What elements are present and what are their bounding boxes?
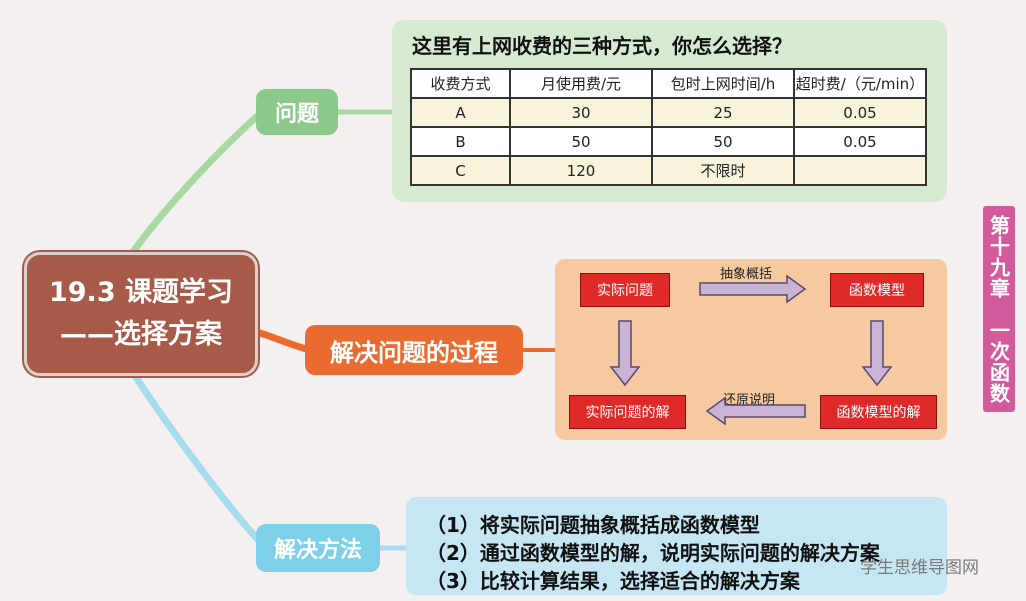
- node-function-model: 函数模型: [830, 273, 924, 307]
- table-row: A 30 25 0.05: [410, 97, 927, 128]
- watermark: 学生思维导图网: [860, 558, 979, 578]
- method-box: （1）将实际问题抽象概括成函数模型 （2）通过函数模型的解，说明实际问题的解决方…: [406, 497, 947, 595]
- connector-method: [126, 364, 266, 548]
- central-title: 19.3 课题学习: [48, 277, 234, 308]
- central-subtitle: ——选择方案: [60, 319, 222, 350]
- arrow-down-icon: [609, 320, 641, 387]
- process-arrows: [609, 274, 893, 426]
- question-box: 这里有上网收费的三种方式，你怎么选择？ 收费方式 月使用费/元 包时上网时间/h…: [392, 20, 947, 202]
- branch-process: 解决问题的过程: [305, 325, 523, 375]
- table-cell: 30: [509, 97, 653, 128]
- node-real-problem: 实际问题: [580, 273, 670, 307]
- method-step: （3）比较计算结果，选择适合的解决方案: [426, 569, 800, 593]
- table-header: 包时上网时间/h: [651, 68, 795, 99]
- arrow-down-icon: [861, 320, 893, 387]
- table-cell: B: [410, 126, 511, 157]
- chapter-tab: 第十九章 一次函数: [983, 206, 1015, 412]
- table-cell: 50: [509, 126, 653, 157]
- table-header: 收费方式: [410, 68, 511, 99]
- branch-question: 问题: [256, 89, 338, 135]
- method-step: （1）将实际问题抽象概括成函数模型: [426, 513, 760, 537]
- table-cell: A: [410, 97, 511, 128]
- node-function-solution: 函数模型的解: [820, 395, 937, 429]
- node-real-solution: 实际问题的解: [569, 395, 686, 429]
- table-header: 月使用费/元: [509, 68, 653, 99]
- table-cell: 不限时: [651, 155, 795, 186]
- label-abstract: 抽象概括: [720, 267, 773, 282]
- table-cell: C: [410, 155, 511, 186]
- connector-question: [126, 108, 266, 260]
- method-step: （2）通过函数模型的解，说明实际问题的解决方案: [426, 541, 880, 565]
- table-cell: 0.05: [793, 126, 927, 157]
- table-cell: 120: [509, 155, 653, 186]
- connector-process: [246, 326, 314, 354]
- table-cell: [793, 155, 927, 186]
- arrow-left-icon: [705, 396, 806, 426]
- table-row: B 50 50 0.05: [410, 126, 927, 157]
- table-header: 超时费/（元/min）: [793, 68, 927, 99]
- central-topic: 19.3 课题学习 ——选择方案: [24, 252, 258, 376]
- fee-table: 收费方式 月使用费/元 包时上网时间/h 超时费/（元/min） A 30 25…: [410, 68, 927, 186]
- table-cell: 25: [651, 97, 795, 128]
- question-title: 这里有上网收费的三种方式，你怎么选择？: [412, 34, 792, 58]
- process-box: 实际问题 函数模型 函数模型的解 实际问题的解 抽象概括 还原说明: [555, 259, 947, 440]
- table-cell: 50: [651, 126, 795, 157]
- table-header-row: 收费方式 月使用费/元 包时上网时间/h 超时费/（元/min）: [410, 68, 927, 99]
- table-cell: 0.05: [793, 97, 927, 128]
- arrow-right-icon: [699, 274, 807, 304]
- table-row: C 120 不限时: [410, 155, 927, 186]
- branch-method: 解决方法: [256, 524, 380, 572]
